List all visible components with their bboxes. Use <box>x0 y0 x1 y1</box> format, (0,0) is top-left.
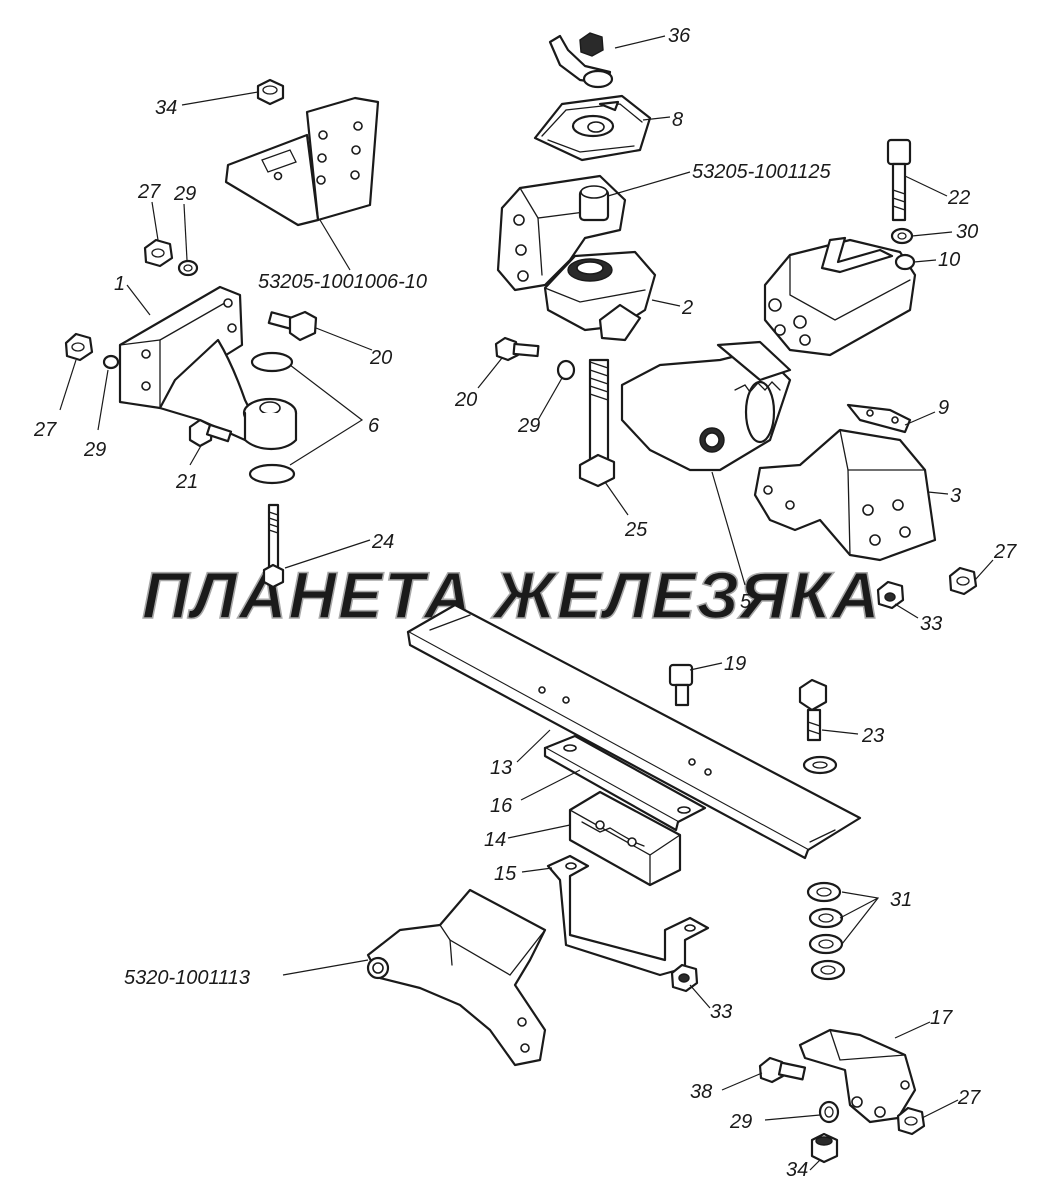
bolt-19 <box>668 663 694 707</box>
label-2: 2 <box>681 297 693 319</box>
label-34-top: 34 <box>155 97 177 119</box>
bolt-21 <box>188 418 233 448</box>
label-16: 16 <box>490 795 513 817</box>
label-33-upper: 33 <box>920 613 942 635</box>
plate-16 <box>543 734 707 832</box>
label-14: 14 <box>484 829 506 851</box>
label-21: 21 <box>175 471 198 493</box>
label-20-left: 20 <box>369 347 392 369</box>
watermark-text: ПЛАНЕТА ЖЕЛЕЗЯКА <box>142 558 882 632</box>
label-38: 38 <box>690 1081 712 1103</box>
label-27-left: 27 <box>33 419 57 441</box>
leader-lines <box>59 35 994 1171</box>
label-19: 19 <box>724 653 746 675</box>
bolt-20-middle <box>494 336 540 362</box>
nut-34-bottom <box>810 1132 839 1164</box>
bracket-10 <box>763 236 917 357</box>
label-53205-1001006-10: 53205-1001006-10 <box>258 271 427 293</box>
label-31: 31 <box>890 889 912 911</box>
bolt-20-left <box>267 310 318 342</box>
bolt-22 <box>886 138 912 222</box>
bracket-53205-1001006-10 <box>224 96 380 227</box>
nut-33-lower <box>670 963 699 993</box>
label-5: 5 <box>740 591 752 613</box>
nut-27-right <box>948 566 978 596</box>
label-3: 3 <box>950 485 961 507</box>
bracket-5320-1001113 <box>366 888 547 1067</box>
label-27-right: 27 <box>993 541 1017 563</box>
label-15: 15 <box>494 863 517 885</box>
washer-23 <box>802 755 838 775</box>
label-29-upper: 29 <box>173 183 196 205</box>
label-22: 22 <box>947 187 970 209</box>
bracket-3 <box>753 428 937 562</box>
label-6: 6 <box>368 415 380 437</box>
label-23: 23 <box>861 725 884 747</box>
bolt-24 <box>262 503 285 589</box>
bracket-1 <box>118 285 298 451</box>
label-30: 30 <box>956 221 978 243</box>
washer-29-middle <box>556 359 576 381</box>
bolt-38 <box>758 1056 807 1084</box>
washers-31 <box>806 881 846 981</box>
cushion-2 <box>543 250 657 342</box>
label-29-middle: 29 <box>517 415 540 437</box>
label-29-left: 29 <box>83 439 106 461</box>
washer-29-left <box>102 354 120 370</box>
washer-29-upper-left <box>177 259 199 277</box>
pad-14 <box>568 790 682 887</box>
label-25: 25 <box>624 519 648 541</box>
cap-8 <box>533 94 652 162</box>
label-10: 10 <box>938 249 960 271</box>
nut-27-left <box>64 332 94 362</box>
nut-27-bottom <box>896 1106 926 1136</box>
label-17: 17 <box>930 1007 953 1029</box>
label-29-bottom: 29 <box>729 1111 752 1133</box>
label-9: 9 <box>938 397 949 419</box>
label-27-upper: 27 <box>137 181 161 203</box>
label-53205-1001125: 53205-1001125 <box>692 161 832 183</box>
bracket-15 <box>546 854 710 977</box>
label-20-middle: 20 <box>454 389 477 411</box>
label-27-bottom: 27 <box>957 1087 981 1109</box>
bolt-23 <box>798 678 828 742</box>
bolt-25 <box>578 358 616 488</box>
label-13: 13 <box>490 757 512 779</box>
label-8: 8 <box>672 109 683 131</box>
bracket-53205-1001125 <box>496 174 627 292</box>
nut-34-top <box>256 78 285 106</box>
washer-30 <box>890 227 914 245</box>
label-1: 1 <box>114 273 125 295</box>
washer-6-upper <box>250 351 294 373</box>
washer-6-lower <box>248 463 296 485</box>
label-36: 36 <box>668 25 691 47</box>
nut-27-upper-left <box>143 238 174 268</box>
label-34-bottom: 34 <box>786 1159 808 1181</box>
clip-36 <box>548 32 614 89</box>
label-33-lower: 33 <box>710 1001 732 1023</box>
crossmember-13 <box>406 603 862 860</box>
nut-33-upper <box>876 580 905 610</box>
part-labels: 34 36 8 53205-1001125 27 29 53205-100100… <box>33 25 1017 1181</box>
bracket-17 <box>798 1028 917 1124</box>
plate-9 <box>846 403 912 434</box>
washer-29-bottom <box>818 1100 840 1124</box>
cushion-5 <box>620 340 792 472</box>
label-24: 24 <box>371 531 394 553</box>
label-5320-1001113: 5320-1001113 <box>124 967 250 989</box>
